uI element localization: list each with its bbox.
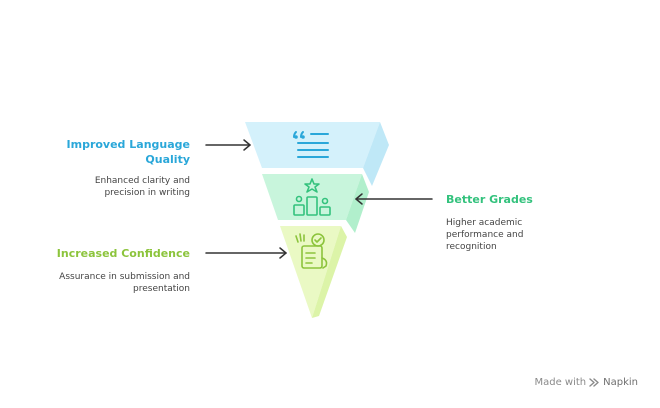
quote-document-icon — [293, 131, 329, 158]
stage-title-language-quality: Improved Language Quality — [40, 137, 190, 167]
stage-desc-line: performance and — [446, 230, 524, 240]
footer-prefix: Made with — [534, 377, 587, 388]
stage-title-line: Quality — [145, 153, 190, 166]
stage-title-confidence: Increased Confidence — [20, 246, 190, 261]
checklist-hand-icon — [295, 233, 328, 269]
funnel-layer-better-grades — [262, 174, 369, 233]
stage-title-line: Increased Confidence — [56, 247, 190, 260]
stage-title-line: Better Grades — [446, 193, 533, 206]
stage-desc-line: Higher academic — [446, 218, 523, 228]
stage-desc-line: presentation — [133, 284, 190, 294]
arrow-to-confidence — [205, 247, 287, 259]
stage-desc-better-grades: Higher academic performance and recognit… — [446, 217, 616, 253]
arrow-to-better-grades — [355, 193, 433, 205]
podium-star-icon — [293, 178, 331, 216]
stage-desc-line: Assurance in submission and — [59, 272, 190, 282]
stage-desc-language-quality: Enhanced clarity and precision in writin… — [40, 175, 190, 199]
stage-desc-confidence: Assurance in submission and presentation — [20, 271, 190, 295]
stage-desc-line: precision in writing — [104, 188, 190, 198]
stage-title-better-grades: Better Grades — [446, 192, 616, 207]
funnel-layer-language-quality — [245, 122, 389, 186]
stage-desc-line: Enhanced clarity and — [94, 176, 190, 186]
napkin-logo-icon — [589, 378, 599, 387]
made-with-napkin-footer[interactable]: Made with Napkin — [534, 377, 638, 388]
arrow-to-language-quality — [205, 139, 251, 151]
stage-title-line: Improved Language — [66, 138, 190, 151]
stage-desc-line: recognition — [446, 242, 497, 252]
footer-brand: Napkin — [603, 377, 638, 388]
funnel-layer-confidence — [280, 226, 347, 318]
